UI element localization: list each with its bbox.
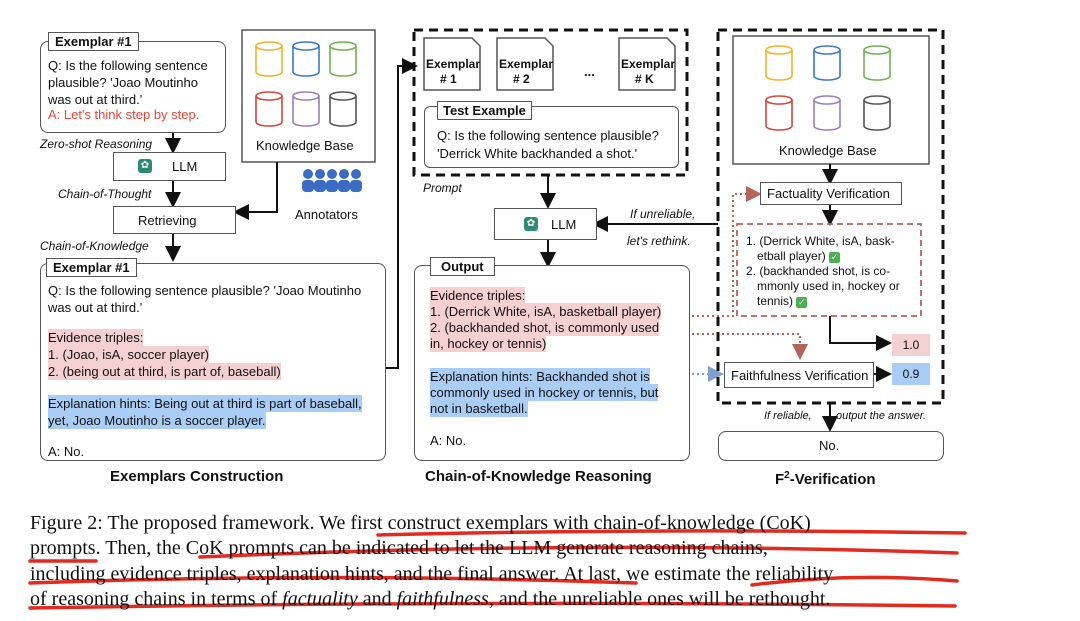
fact-line: 1. (Derrick White, isA, bask- xyxy=(746,234,895,248)
exemplar-question-line: Q: Is the following sentence xyxy=(48,58,208,73)
llm-label-left: LLM xyxy=(172,159,198,174)
section-title-exemplars: Exemplars Construction xyxy=(110,468,284,485)
section-title-verification: F2-Verification xyxy=(775,470,876,488)
test-question-line: Q: Is the following sentence plausible? xyxy=(437,128,659,143)
zero-shot-exemplar-box xyxy=(40,41,226,133)
retrieving-box xyxy=(113,206,236,234)
annotators-icon xyxy=(302,169,362,192)
answer: A: No. xyxy=(48,444,85,459)
final-answer: No. xyxy=(819,438,840,453)
caption-line-1: Figure 2: The proposed framework. We fir… xyxy=(30,512,811,534)
database-icon xyxy=(329,91,357,127)
llm-label-middle: LLM xyxy=(551,217,577,232)
prompt-label: Prompt xyxy=(423,181,462,195)
output-answer: A: No. xyxy=(430,433,467,448)
llm-box-middle xyxy=(494,208,597,240)
output-evidence-triple: 2. (backhanded shot, is commonly used xyxy=(430,319,660,336)
exemplar-title-big: Exemplar #1 xyxy=(46,258,137,277)
factuality-score: 1.0 xyxy=(892,334,930,356)
big-question-line: Q: Is the following sentence plausible? … xyxy=(48,283,362,298)
exemplar-doc-1: Exemplar# 1 xyxy=(426,57,481,86)
output-evidence-label: Evidence triples: xyxy=(430,287,526,304)
output-evidence-triple: in, hockey or tennis) xyxy=(430,335,547,352)
document-shape xyxy=(423,37,481,91)
exemplar-doc-2: Exemplar# 2 xyxy=(499,57,554,86)
zero-shot-label: Zero-shot Reasoning xyxy=(40,137,153,151)
faithfulness-box xyxy=(724,362,874,388)
exemplar-ellipsis: ... xyxy=(584,64,595,79)
knowledge-base-label-right: Knowledge Base xyxy=(779,143,877,158)
if-reliable-label: If reliable, xyxy=(764,410,812,422)
exemplar-answer-prompt: A: Let's think step by step. xyxy=(48,107,200,122)
retrieving-label: Retrieving xyxy=(138,213,197,228)
llm-box-left xyxy=(113,152,226,181)
explanation-hint: Explanation hints: Being out at third is… xyxy=(48,395,362,412)
output-answer-label: output the answer. xyxy=(836,410,927,422)
evidence-triple: 2. (being out at third, is part of, base… xyxy=(48,363,281,380)
check-icon: ✓ xyxy=(829,252,841,263)
chain-of-thought-label: Chain-of-Thought xyxy=(58,187,152,201)
big-question-line: was out at third.' xyxy=(48,300,143,315)
evidence-triple: 1. (Joao, isA, soccer player) xyxy=(48,346,210,363)
openai-icon: ✿ xyxy=(138,159,152,173)
database-icon xyxy=(329,41,357,77)
database-icon xyxy=(292,41,320,77)
caption-line-4: of reasoning chains in terms of factuali… xyxy=(30,588,831,610)
knowledge-base-label-left: Knowledge Base xyxy=(256,138,354,153)
fact-line: mmonly used in, hockey or xyxy=(757,279,900,293)
database-icon xyxy=(255,91,283,127)
rethink-label: let's rethink. xyxy=(627,234,691,248)
knowledge-base-box-left xyxy=(241,29,376,163)
final-answer-box xyxy=(718,431,944,461)
exemplar-question-line: plausible? 'Joao Moutinho xyxy=(48,75,198,90)
faithfulness-score: 0.9 xyxy=(892,363,930,385)
factuality-box xyxy=(760,182,902,205)
chain-of-knowledge-label: Chain-of-Knowledge xyxy=(40,239,149,253)
section-title-reasoning: Chain-of-Knowledge Reasoning xyxy=(425,468,652,485)
output-title: Output xyxy=(430,257,495,276)
document-shape xyxy=(618,37,676,91)
test-example-title: Test Example xyxy=(437,101,532,120)
database-icons-left xyxy=(255,41,357,127)
fact-line: tennis) ✓ xyxy=(757,294,808,308)
faithfulness-label: Faithfulness Verification xyxy=(731,368,869,383)
document-shape xyxy=(496,37,554,91)
caption-annotations xyxy=(28,529,967,610)
exemplar-doc-k: Exemplar# K xyxy=(621,57,676,86)
factuality-label: Factuality Verification xyxy=(767,186,890,201)
output-explanation: Explanation hints: Backhanded shot is xyxy=(430,368,650,385)
output-evidence-triple: 1. (Derrick White, isA, basketball playe… xyxy=(430,303,662,320)
output-explanation: not in basketball. xyxy=(430,400,528,417)
caption-line-3: including evidence triples, explanation … xyxy=(30,563,834,585)
database-icon xyxy=(255,41,283,77)
database-icon xyxy=(292,91,320,127)
annotators-label: Annotators xyxy=(295,207,358,222)
explanation-hint: yet, Joao Moutinho is a soccer player. xyxy=(48,412,266,429)
caption-line-2: prompts. Then, the CoK prompts can be in… xyxy=(30,537,768,559)
database-icons-right xyxy=(765,45,891,131)
fact-line: etball player) ✓ xyxy=(757,249,841,263)
check-icon: ✓ xyxy=(796,297,808,308)
openai-icon: ✿ xyxy=(524,217,538,231)
fact-line: 2. (backhanded shot, is co- xyxy=(746,264,891,278)
if-unreliable-label: If unreliable, xyxy=(630,207,696,221)
exemplar-question-line: was out at third.' xyxy=(48,92,143,107)
evidence-label: Evidence triples: xyxy=(48,329,144,346)
output-explanation: commonly used in hockey or tennis, but xyxy=(430,384,659,401)
prompt-dashed-box xyxy=(412,28,689,177)
exemplar-title-top: Exemplar #1 xyxy=(48,32,139,51)
fact-result-dashed-box xyxy=(736,223,922,317)
test-question-line: 'Derrick White backhanded a shot.' xyxy=(437,146,638,161)
